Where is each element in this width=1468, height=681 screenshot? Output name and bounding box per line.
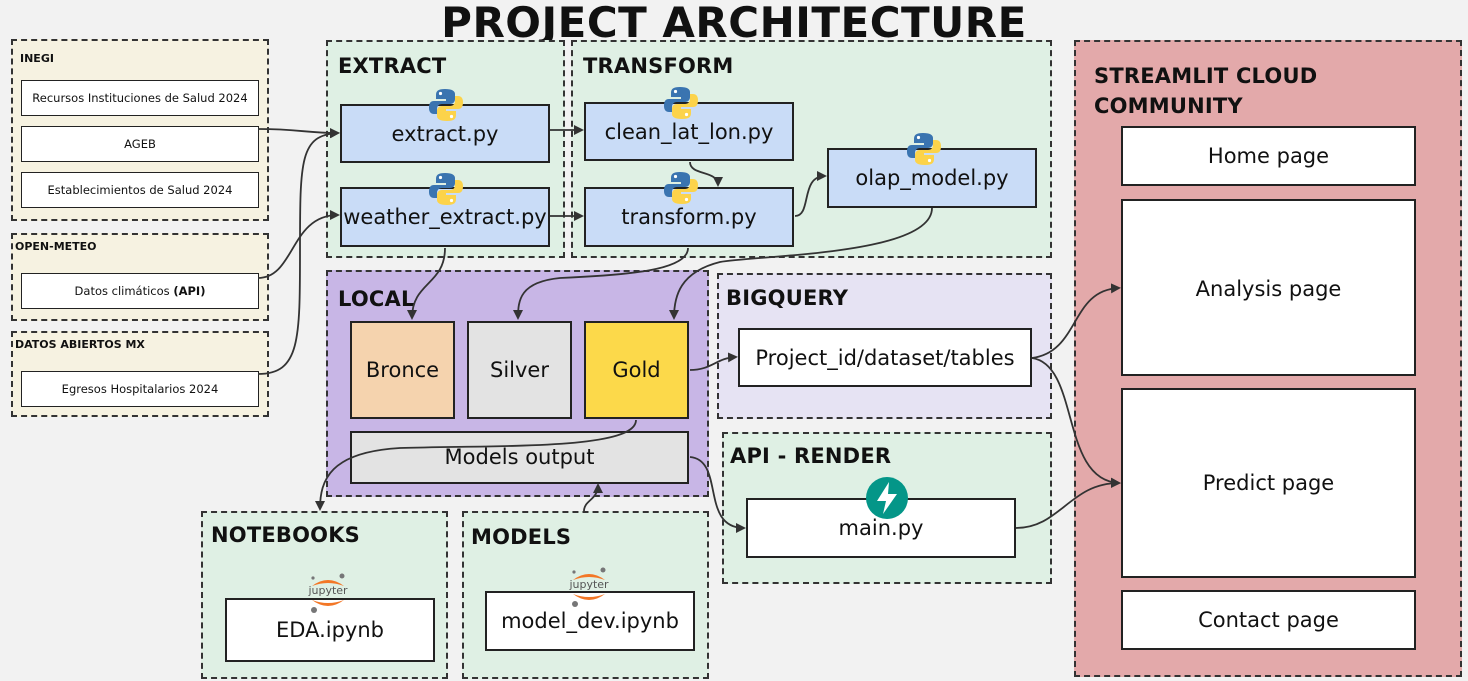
arrow-ageb-to-extract (257, 127, 340, 138)
models-title: MODELS (471, 525, 572, 549)
arrow-bigquery-to-analysis (1031, 283, 1121, 359)
arrow-bigquery-to-predict (1031, 357, 1121, 488)
jupyter-logo-icon: jupyter (566, 564, 612, 610)
transform-title: TRANSFORM (583, 54, 734, 78)
fastapi-logo-icon (866, 477, 908, 519)
home-page-box[interactable]: Home page (1121, 126, 1416, 186)
source-datos-climaticos: Datos climáticos (API) (21, 273, 259, 309)
olap-model-py-box: olap_model.py (827, 148, 1037, 208)
source-establecimientos: Establecimientos de Salud 2024 (21, 172, 259, 208)
local-title: LOCAL (338, 287, 415, 311)
arrow-models-to-output (583, 483, 603, 512)
streamlit-title-line2: COMMUNITY (1094, 94, 1243, 118)
gold-layer: Gold (584, 321, 689, 419)
extract-title: EXTRACT (338, 54, 447, 78)
arrow-egresos-to-extract (257, 128, 340, 375)
datos-abiertos-title: DATOS ABIERTOS MX (15, 338, 145, 351)
datos-abiertos-group: DATOS ABIERTOS MX Egresos Hospitalarios … (11, 331, 269, 417)
model-dev-notebook-box: model_dev.ipynb (485, 591, 695, 651)
api-render-title: API - RENDER (730, 444, 892, 468)
bigquery-title: BIGQUERY (726, 286, 849, 310)
arrow-main-to-predict (1015, 478, 1121, 529)
arrow-gold-to-bigquery (689, 352, 738, 371)
arrow-gold-to-notebooks (315, 419, 637, 511)
silver-layer: Silver (467, 321, 572, 419)
extract-py-box: extract.py (340, 104, 550, 163)
python-logo-icon (907, 133, 941, 165)
open-meteo-group: OPEN-METEO Datos climáticos (API) (11, 233, 269, 321)
bigquery-tables-box: Project_id/dataset/tables (738, 328, 1032, 387)
models-output-box: Models output (350, 431, 689, 484)
streamlit-title-line1: STREAMLIT CLOUD (1094, 64, 1318, 88)
source-egresos: Egresos Hospitalarios 2024 (21, 371, 259, 407)
predict-page-box[interactable]: Predict page (1121, 388, 1416, 578)
python-logo-icon (429, 173, 463, 205)
jupyter-wordmark: jupyter (569, 578, 609, 591)
open-meteo-title: OPEN-METEO (15, 240, 97, 253)
jupyter-wordmark: jupyter (308, 584, 348, 597)
diagram-title: PROJECT ARCHITECTURE (441, 0, 1027, 47)
arrow-transform-to-olap (794, 171, 827, 217)
arrow-olap-to-gold (669, 207, 933, 320)
datos-climaticos-label: Datos climáticos (74, 284, 174, 298)
eda-notebook-box: EDA.ipynb (225, 598, 435, 662)
python-logo-icon (429, 89, 463, 121)
jupyter-logo-icon: jupyter (305, 570, 351, 616)
arrow-weather-to-bronce (407, 247, 446, 320)
bronce-layer: Bronce (350, 321, 455, 419)
arrow-clima-to-weather (257, 210, 340, 279)
arrow-transform-to-silver (513, 247, 689, 320)
source-recursos: Recursos Instituciones de Salud 2024 (21, 80, 259, 116)
inegi-group: INEGI Recursos Instituciones de Salud 20… (11, 39, 269, 221)
arrow-output-to-api (689, 456, 746, 533)
contact-page-box[interactable]: Contact page (1121, 590, 1416, 650)
python-logo-icon (664, 87, 698, 119)
source-ageb: AGEB (21, 126, 259, 162)
inegi-title: INEGI (20, 52, 54, 65)
python-logo-icon (664, 172, 698, 204)
arrow-clean-to-transform (689, 161, 723, 187)
api-tag: (API) (173, 284, 206, 298)
notebooks-title: NOTEBOOKS (211, 523, 361, 547)
analysis-page-box[interactable]: Analysis page (1121, 199, 1416, 376)
